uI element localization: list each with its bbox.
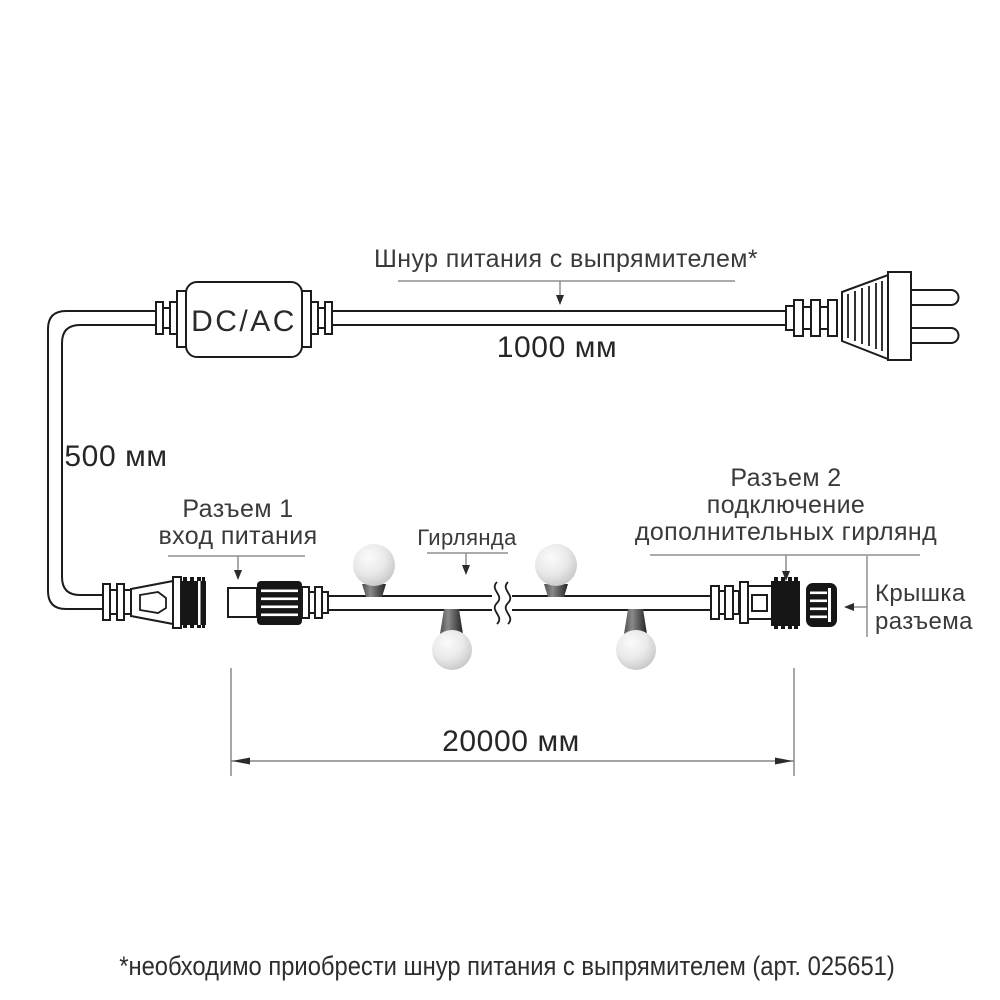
- connector1-female-strain-relief: [301, 586, 329, 619]
- garland-cable: [328, 581, 712, 625]
- bulb-globe: [616, 630, 656, 670]
- connector2-label-line2: подключение: [707, 491, 866, 519]
- cap-label-line1: Крышка: [875, 580, 966, 607]
- power-cord-label: Шнур питания с выпрямителем*: [374, 245, 758, 273]
- power-cord: [332, 310, 788, 326]
- connector1-female: [227, 581, 329, 625]
- strain-relief-right: [310, 301, 333, 335]
- bulb-socket: [624, 609, 647, 634]
- bulb-globe: [353, 544, 395, 586]
- plug-head: [887, 271, 912, 361]
- connector2-pin-outline: [751, 594, 768, 612]
- connector1-label-line2: вход питания: [158, 522, 317, 550]
- connector1-male-pin-outline: [139, 591, 167, 614]
- dimension-arrow-right: [775, 757, 793, 765]
- cap-label-line2: разъема: [875, 608, 973, 635]
- dimension-arrow-left: [232, 757, 250, 765]
- connector-cap: [806, 583, 837, 627]
- garland-label: Гирлянда: [417, 525, 517, 550]
- garland-dimension: 20000 мм: [230, 668, 795, 776]
- plug-strain-relief: [785, 299, 838, 337]
- connector1-male-flange: [172, 576, 182, 629]
- strain-relief-left: [155, 301, 178, 335]
- connector1-female-tip: [227, 587, 258, 618]
- power-cord-pointer-arrow: [556, 281, 564, 305]
- plug-pin-bottom: [910, 327, 960, 344]
- mains-plug: [785, 271, 960, 361]
- connector2-label-line1: Разъем 2: [730, 464, 841, 492]
- cap-pointer-arrow: [844, 603, 867, 611]
- connector1-pointer-arrow: [234, 556, 242, 580]
- connector2: [710, 577, 800, 629]
- connector2-flange: [739, 581, 749, 624]
- connector1-label-line1: Разъем 1: [182, 495, 293, 523]
- bulb-globe: [535, 544, 577, 586]
- connector2-nut: [771, 577, 800, 629]
- bulb-socket: [440, 609, 463, 634]
- connector1-female-nut: [257, 581, 302, 625]
- converter-flange-right: [301, 290, 312, 348]
- garland-length: 20000 мм: [442, 725, 580, 758]
- converter-flange-left: [176, 290, 187, 348]
- drop-cable-length: 500 мм: [64, 440, 167, 473]
- connector1-strain-relief: [102, 583, 132, 621]
- dcac-converter: DC/AC: [155, 281, 333, 358]
- bulb-socket: [362, 584, 386, 597]
- bulb: [353, 544, 395, 597]
- connector2-pointer-arrow: [782, 555, 790, 581]
- connector2-strain-relief: [710, 585, 740, 620]
- bulb: [535, 544, 577, 597]
- converter-label: DC/AC: [191, 305, 297, 338]
- cable-break-symbol: [493, 581, 512, 625]
- bulb-globe: [432, 630, 472, 670]
- garland-pointer-arrow: [462, 553, 470, 575]
- connector1-male-nut: [181, 577, 206, 628]
- bulb: [616, 609, 656, 670]
- drop-cable: [47, 310, 156, 610]
- connector2-label-line3: дополнительных гирлянд: [635, 518, 937, 546]
- footnote: *необходимо приобрести шнур питания с вы…: [119, 952, 895, 982]
- plug-ribs: [847, 281, 883, 351]
- bulb: [432, 609, 472, 670]
- power-cord-length: 1000 мм: [497, 331, 618, 364]
- plug-pin-top: [910, 289, 960, 306]
- bulb-socket: [544, 584, 568, 597]
- connector1-male: [102, 576, 206, 629]
